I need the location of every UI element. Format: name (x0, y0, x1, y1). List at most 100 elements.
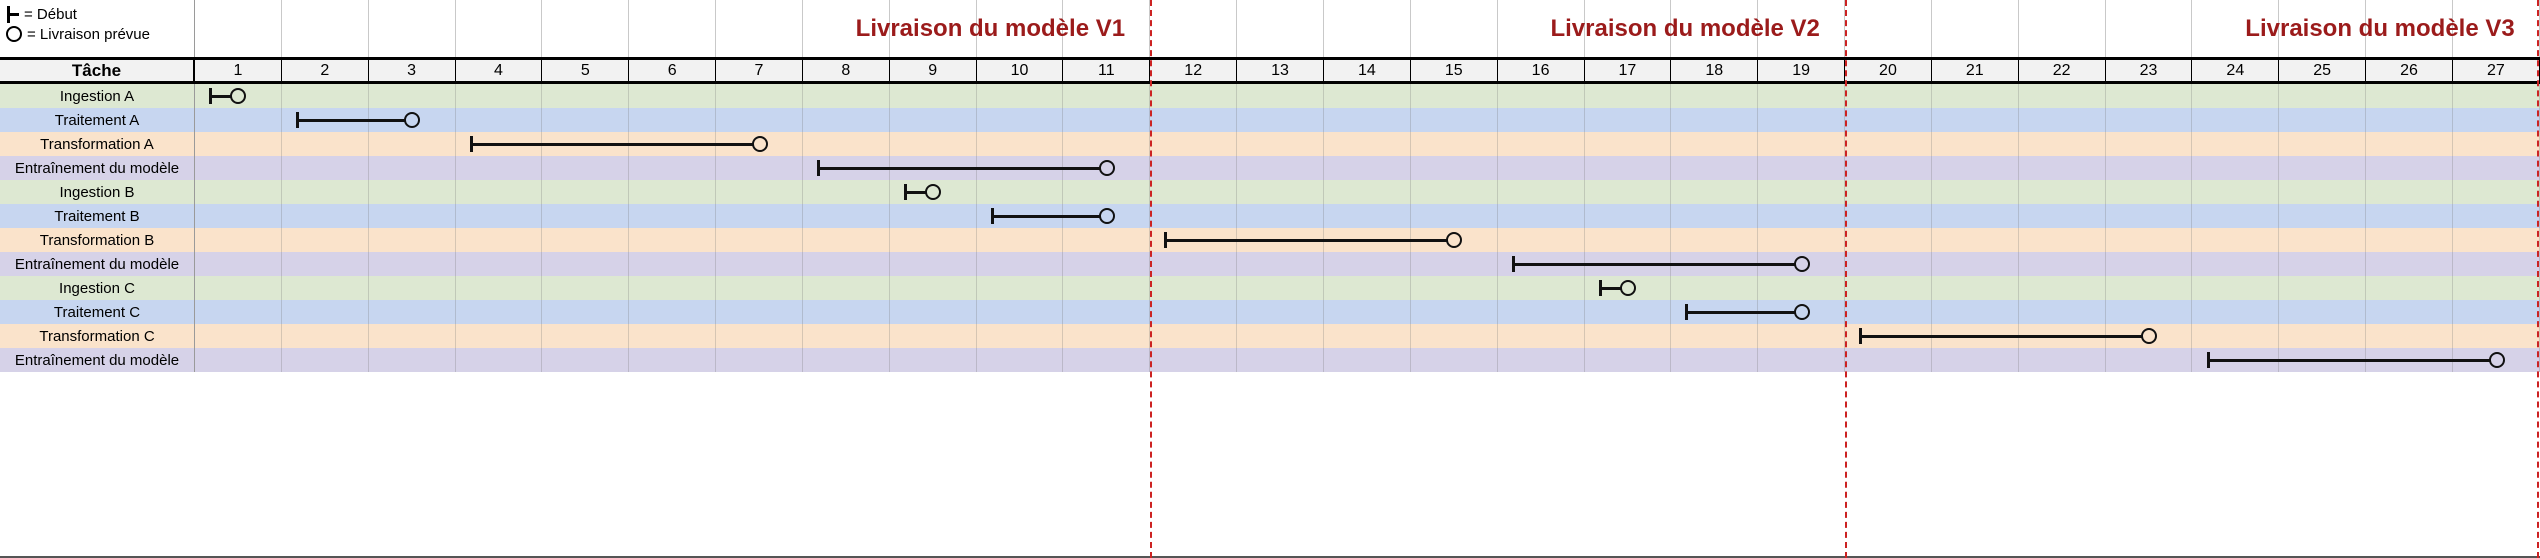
grid-cell (716, 180, 803, 204)
grid-cell (1237, 108, 1324, 132)
grid-cell (369, 276, 456, 300)
grid-cell (716, 300, 803, 324)
grid-cell (1758, 204, 1846, 228)
grid-cell (1150, 228, 1238, 252)
grid-cell (195, 252, 282, 276)
grid-cell (2019, 84, 2106, 108)
grid-cell (629, 84, 717, 108)
task-row[interactable]: Transformation B (0, 228, 2540, 252)
legend-spacer-cell-12 (1150, 0, 1238, 57)
task-row[interactable]: Transformation C (0, 324, 2540, 348)
grid-cell (629, 252, 717, 276)
grid-cell (1411, 156, 1498, 180)
grid-cell (803, 324, 890, 348)
grid-cell (1324, 324, 1411, 348)
grid-cell (1671, 228, 1759, 252)
header-period-9: 9 (890, 60, 977, 81)
header-period-5: 5 (542, 60, 630, 81)
legend: = Début = Livraison prévue (0, 0, 195, 57)
grid-cell (2019, 348, 2106, 372)
grid-cell (2106, 180, 2193, 204)
grid-cell (542, 156, 630, 180)
legend-spacer-cell-1 (195, 0, 282, 57)
grid-cell (456, 180, 543, 204)
grid-cell (2019, 276, 2106, 300)
grid-cell (2192, 276, 2280, 300)
grid-cell (1758, 132, 1846, 156)
grid-cell (1585, 348, 1672, 372)
grid-cell (1237, 300, 1324, 324)
grid-cell (1324, 300, 1411, 324)
grid-cell (456, 276, 543, 300)
grid-cell (2192, 156, 2280, 180)
grid-cell (2366, 84, 2453, 108)
grid-cell (1758, 84, 1846, 108)
task-row[interactable]: Transformation A (0, 132, 2540, 156)
grid-cell (2453, 252, 2540, 276)
grid-cell (1932, 300, 2019, 324)
task-row[interactable]: Traitement C (0, 300, 2540, 324)
grid-cell (2279, 84, 2367, 108)
grid-cell (890, 300, 977, 324)
task-row-label: Entraînement du modèle (0, 252, 195, 276)
task-row[interactable]: Entraînement du modèle (0, 348, 2540, 372)
task-row[interactable]: Traitement A (0, 108, 2540, 132)
grid-cell (1063, 156, 1151, 180)
header-period-6: 6 (629, 60, 717, 81)
grid-cell (1063, 132, 1151, 156)
grid-cell (1411, 180, 1498, 204)
grid-cell (542, 252, 630, 276)
grid-cell (2019, 228, 2106, 252)
grid-cell (1671, 252, 1759, 276)
grid-cell (369, 348, 456, 372)
task-row-label: Transformation B (0, 228, 195, 252)
grid-cell (1671, 204, 1759, 228)
task-row[interactable]: Ingestion B (0, 180, 2540, 204)
grid-cell (369, 300, 456, 324)
grid-cell (2366, 204, 2453, 228)
grid-cell (2453, 108, 2540, 132)
task-row[interactable]: Traitement B (0, 204, 2540, 228)
milestone-divider-1 (1150, 0, 1153, 558)
task-row[interactable]: Entraînement du modèle (0, 156, 2540, 180)
grid-cell (2192, 84, 2280, 108)
grid-cell (1150, 156, 1238, 180)
grid-cell (2019, 252, 2106, 276)
task-row[interactable]: Entraînement du modèle (0, 252, 2540, 276)
grid-cell (1932, 204, 2019, 228)
grid-cell (2192, 300, 2280, 324)
legend-spacer-cell-26 (2366, 0, 2453, 57)
grid-cell (2279, 300, 2367, 324)
legend-spacer-cell-24 (2192, 0, 2280, 57)
task-row[interactable]: Ingestion A (0, 84, 2540, 108)
grid-cell (1498, 156, 1585, 180)
grid-cell (1411, 276, 1498, 300)
grid-cell (716, 324, 803, 348)
grid-cell (1324, 204, 1411, 228)
grid-cell (977, 276, 1064, 300)
legend-spacer-cell-18 (1671, 0, 1759, 57)
grid-cell (629, 180, 717, 204)
grid-cell (2279, 180, 2367, 204)
header-period-21: 21 (1932, 60, 2019, 81)
legend-spacer-cell-16 (1497, 0, 1585, 57)
grid-cell (369, 84, 456, 108)
grid-cell (542, 300, 630, 324)
grid-cell (195, 228, 282, 252)
grid-cell (2106, 156, 2193, 180)
grid-cell (716, 204, 803, 228)
grid-cell (1585, 228, 1672, 252)
grid-cell (1150, 276, 1238, 300)
header-period-14: 14 (1324, 60, 1411, 81)
grid-cell (282, 180, 369, 204)
legend-spacer-cell-22 (2018, 0, 2106, 57)
grid-cell (1498, 84, 1585, 108)
grid-cell (803, 228, 890, 252)
grid-cell (2106, 132, 2193, 156)
task-row[interactable]: Ingestion C (0, 276, 2540, 300)
grid-cell (369, 204, 456, 228)
grid-cell (890, 276, 977, 300)
grid-cell (2453, 276, 2540, 300)
header-period-7: 7 (716, 60, 803, 81)
